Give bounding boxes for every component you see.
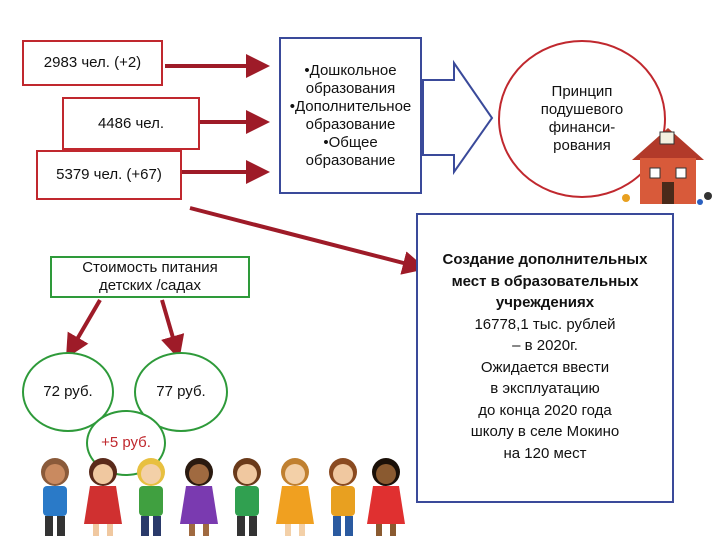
principle-line-2: подушевого	[541, 101, 623, 119]
price-diff-label: +5 руб.	[101, 433, 151, 453]
count-box-3-label: 5379 чел. (+67)	[56, 165, 162, 185]
new-places-line-7: в эксплуатацию	[418, 378, 672, 400]
edu-line-4: образование	[281, 116, 420, 134]
price-left-label: 72 руб.	[43, 382, 92, 402]
arrow-food-to-left-price	[72, 300, 100, 348]
price-right-label: 77 руб.	[156, 382, 205, 402]
child-6	[276, 458, 314, 536]
principle-line-3: финанси-	[541, 119, 623, 137]
principle-line-1: Принцип	[541, 83, 623, 101]
new-places-line-8: до конца 2020 года	[418, 400, 672, 422]
new-places-line-3: учреждениях	[418, 292, 672, 314]
edu-line-5: •Общее	[281, 134, 420, 152]
child-8	[367, 458, 405, 536]
count-box-3: 5379 чел. (+67)	[36, 150, 182, 200]
food-cost-line-2: детских /садах	[82, 277, 218, 295]
principle-line-4: рования	[541, 137, 623, 155]
count-box-2: 4486 чел.	[62, 97, 200, 150]
new-places-line-10: на 120 мест	[418, 443, 672, 465]
edu-line-3: •Дополнительное	[281, 98, 420, 116]
new-places-line-9: школу в селе Мокино	[418, 421, 672, 443]
count-box-1-label: 2983 чел. (+2)	[44, 53, 141, 73]
child-7	[329, 458, 357, 536]
new-places-line-6: Ожидается ввести	[418, 357, 672, 379]
child-5	[233, 458, 261, 536]
new-places-box: Создание дополнительных мест в образоват…	[416, 213, 674, 503]
education-types-box: •Дошкольное образования •Дополнительное …	[279, 37, 422, 194]
child-1	[41, 458, 69, 536]
new-places-line-1: Создание дополнительных	[418, 249, 672, 271]
child-2	[84, 458, 122, 536]
edu-line-1: •Дошкольное	[281, 62, 420, 80]
edu-line-2: образования	[281, 80, 420, 98]
count-box-2-label: 4486 чел.	[98, 114, 164, 134]
food-cost-line-1: Стоимость питания	[82, 259, 218, 277]
food-cost-box: Стоимость питания детских /садах	[50, 256, 250, 298]
new-places-line-4: 16778,1 тыс. рублей	[418, 314, 672, 336]
big-hollow-arrow	[423, 63, 492, 172]
arrow-food-to-right-price	[162, 300, 176, 348]
school-house-illustration	[620, 120, 718, 210]
count-box-1: 2983 чел. (+2)	[22, 40, 163, 86]
new-places-line-2: мест в образовательных	[418, 271, 672, 293]
child-4	[180, 458, 218, 536]
children-row-illustration	[30, 452, 410, 540]
new-places-line-5: – в 2020г.	[418, 335, 672, 357]
edu-line-6: образование	[281, 152, 420, 170]
child-3	[137, 458, 165, 536]
